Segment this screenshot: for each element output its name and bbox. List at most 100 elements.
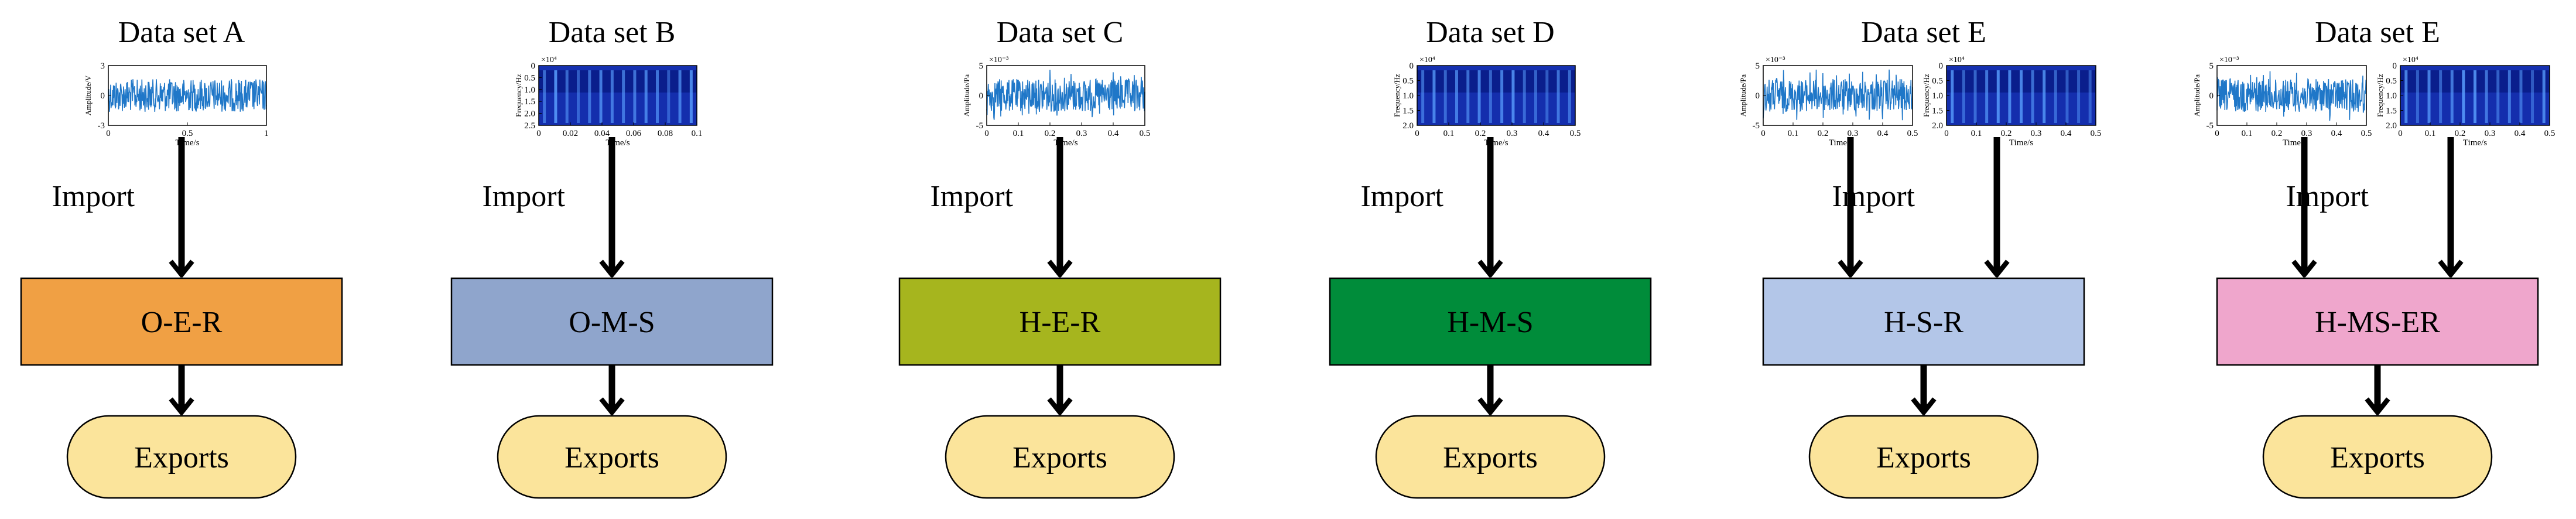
spectrogram-stripe	[2519, 68, 2523, 123]
x-tick-label: 0.2	[2455, 129, 2466, 138]
y-tick-label: 0	[531, 62, 536, 71]
y-tick-label: 1.0	[1402, 91, 1414, 101]
spectrogram-stripe	[1466, 68, 1470, 123]
y-tick-label: -3	[98, 121, 105, 131]
spectrogram-stripe	[599, 68, 603, 123]
spectrogram-stripe	[2043, 68, 2046, 123]
import-label: Import	[1360, 180, 1443, 213]
exports-pill	[945, 415, 1175, 499]
y-axis-label: Amplitude/Pa	[2192, 74, 2201, 117]
x-tick-label: 0	[1415, 129, 1419, 138]
x-axis-label: Time/s	[605, 138, 630, 148]
x-tick-label: 0	[536, 129, 541, 138]
y-tick-label: 1.5	[2386, 107, 2397, 116]
model-label: H-E-R	[1020, 306, 1101, 339]
x-tick-label: 0.5	[1140, 129, 1151, 138]
spectrogram-stripe	[554, 68, 557, 123]
spectrogram-stripe	[2031, 68, 2034, 123]
x-tick-label: 0.3	[1076, 129, 1087, 138]
y-tick-label: 1.5	[524, 97, 535, 107]
x-tick-label: 0.2	[1818, 129, 1829, 138]
x-tick-label: 0.3	[1507, 129, 1518, 138]
y-tick-label: 5	[2209, 62, 2214, 71]
spectrogram-stripe	[2542, 68, 2546, 123]
model-box	[1329, 277, 1652, 366]
x-tick-label: 0.3	[2485, 129, 2496, 138]
spectrogram-stripe	[1556, 68, 1560, 123]
x-tick-label: 0	[984, 129, 989, 138]
x-tick-label: 0.1	[1013, 129, 1024, 138]
spectrogram-stripe	[1443, 68, 1447, 123]
waveform-trace	[986, 69, 1145, 120]
spectrogram-stripe	[1534, 68, 1537, 123]
waveform-trace	[2216, 71, 2367, 121]
x-tick-label: 0	[106, 129, 111, 138]
spectrogram-top-band	[2400, 66, 2550, 70]
y-tick-label: 1.5	[1932, 107, 1943, 116]
waveform-trace	[108, 79, 267, 112]
x-axis-label: Time/s	[2009, 138, 2033, 148]
spectrogram-stripe	[2077, 68, 2081, 123]
spectrogram-stripe	[1545, 68, 1549, 123]
x-tick-label: 0.06	[626, 129, 642, 138]
x-tick-label: 0	[2215, 129, 2219, 138]
x-tick-label: 0.4	[2331, 129, 2342, 138]
spectrogram-stripe	[577, 68, 580, 123]
spectrogram-stripe	[2020, 68, 2023, 123]
x-tick-label: 0.1	[2425, 129, 2436, 138]
y-tick-label: 0	[1756, 91, 1760, 101]
spectrogram-stripe	[2507, 68, 2511, 123]
x-tick-label: 0.4	[2061, 129, 2072, 138]
dataset-title: Data set E	[2315, 16, 2440, 49]
dataset-title: Data set C	[997, 16, 1124, 49]
y-tick-label: 0	[1939, 62, 1944, 71]
dataset-title: Data set D	[1426, 16, 1554, 49]
spectrogram-stripe	[1996, 68, 2000, 123]
model-label: O-E-R	[141, 306, 223, 339]
waveform-trace	[1763, 69, 1913, 121]
spectrogram-stripe	[1568, 68, 1571, 123]
spectrogram-stripe	[2065, 68, 2069, 123]
x-axis-label: Time/s	[175, 138, 199, 148]
spectrogram-stripe	[1951, 68, 1954, 123]
spectrogram-stripe	[1523, 68, 1526, 123]
y-tick-label: 0	[2393, 62, 2397, 71]
spectrogram-stripe	[1489, 68, 1492, 123]
spectrogram-stripe	[1477, 68, 1481, 123]
spectrogram-stripe	[1511, 68, 1515, 123]
axis-exponent: ×10⁻³	[1766, 56, 1785, 64]
x-tick-label: 0.5	[182, 129, 193, 138]
axis-exponent: ×10⁻³	[2219, 56, 2239, 64]
import-label: Import	[1832, 180, 1915, 213]
x-tick-label: 0.3	[1848, 129, 1859, 138]
x-tick-label: 0.4	[1538, 129, 1549, 138]
y-axis-label: Frequency/Hz	[2376, 74, 2385, 117]
y-axis-label: Frequency/Hz	[514, 74, 523, 117]
y-axis-label: Amplitude/Pa	[962, 74, 971, 117]
spectrogram-stripe	[2439, 68, 2442, 123]
spectrogram-stripe	[644, 68, 648, 123]
dataset-title: Data set A	[118, 16, 245, 49]
spectrogram-stripe	[2088, 68, 2092, 123]
x-tick-label: 0.2	[2271, 129, 2283, 138]
model-label: H-MS-ER	[2315, 306, 2440, 339]
dataset-title: Data set E	[1861, 16, 1986, 49]
exports-pill	[66, 415, 297, 499]
dataset-title: Data set B	[549, 16, 676, 49]
x-tick-label: 0.5	[2091, 129, 2102, 138]
y-tick-label: 1.0	[2386, 91, 2397, 101]
x-tick-label: 0.1	[2242, 129, 2253, 138]
y-tick-label: 5	[979, 62, 984, 71]
x-tick-label: 0	[2398, 129, 2403, 138]
x-tick-label: 0.5	[2544, 129, 2556, 138]
spectrogram-stripe	[1985, 68, 1989, 123]
x-tick-label: 0.2	[1475, 129, 1486, 138]
x-tick-label: 0.3	[2031, 129, 2042, 138]
